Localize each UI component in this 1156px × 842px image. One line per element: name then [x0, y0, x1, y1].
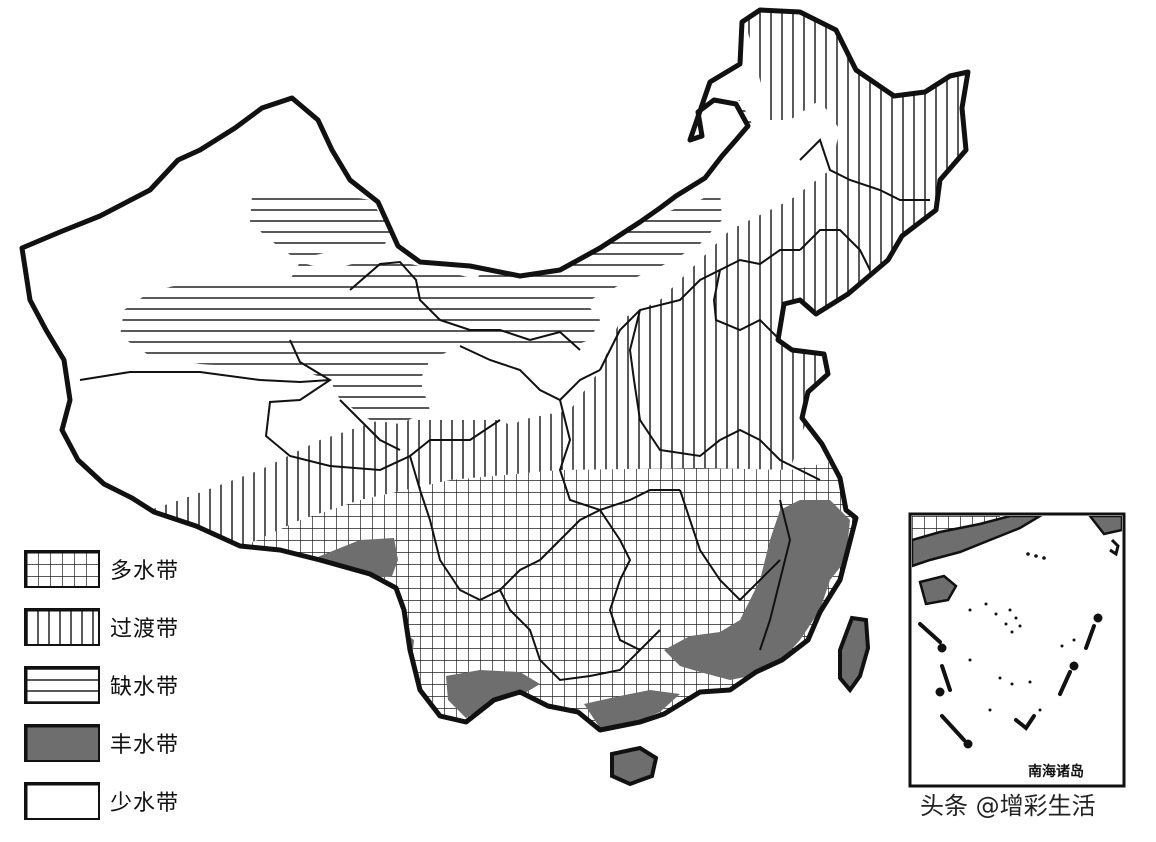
- island-taiwan: [838, 615, 871, 694]
- inset-islands: [968, 552, 1076, 712]
- watermark-text: 头条 @增彩生活: [920, 792, 1096, 820]
- inset-south-china-sea: [908, 512, 1126, 788]
- legend-swatch-grid: [24, 550, 100, 588]
- island-hainan: [610, 745, 659, 787]
- legend-swatch-vertical: [24, 608, 100, 646]
- province-boundaries: [79, 138, 930, 682]
- legend-label-shaoshui: 少水带: [110, 791, 180, 816]
- legend-item-duoshui: 多水带: [24, 548, 244, 590]
- inset-boundary-dashes: [918, 613, 1103, 749]
- inset-coast-east: [1088, 516, 1122, 536]
- zone-fengshui-guangxi: [446, 670, 540, 718]
- legend-swatch-blank: [24, 782, 100, 820]
- inset-title: 南海诸岛: [1028, 764, 1084, 780]
- inset-hainan: [918, 574, 958, 606]
- legend-label-queshui: 缺水带: [110, 675, 180, 700]
- legend-item-queshui: 缺水带: [24, 664, 244, 706]
- legend-item-shaoshui: 少水带: [24, 780, 244, 822]
- zone-queshui-northwest: [120, 190, 600, 424]
- zone-fengshui-southeast: [664, 500, 850, 680]
- zone-queshui-north: [470, 190, 722, 300]
- legend-label-duoshui: 多水带: [110, 559, 180, 584]
- zone-guodu-southwest: [120, 420, 560, 548]
- zone-guodu-northeast: [500, 10, 968, 470]
- map-legend: 多水带 过渡带 缺水带 丰水带 少水带: [24, 548, 244, 838]
- legend-swatch-solid: [24, 724, 100, 762]
- legend-label-fengshui: 丰水带: [110, 733, 180, 758]
- zone-layers: [120, 10, 968, 730]
- legend-swatch-horizontal: [24, 666, 100, 704]
- legend-item-fengshui: 丰水带: [24, 722, 244, 764]
- inset-coast-fengshui: [912, 516, 1043, 568]
- zone-fengshui-guangdong: [584, 690, 680, 728]
- legend-label-guodu: 过渡带: [110, 617, 180, 642]
- legend-item-guodu: 过渡带: [24, 606, 244, 648]
